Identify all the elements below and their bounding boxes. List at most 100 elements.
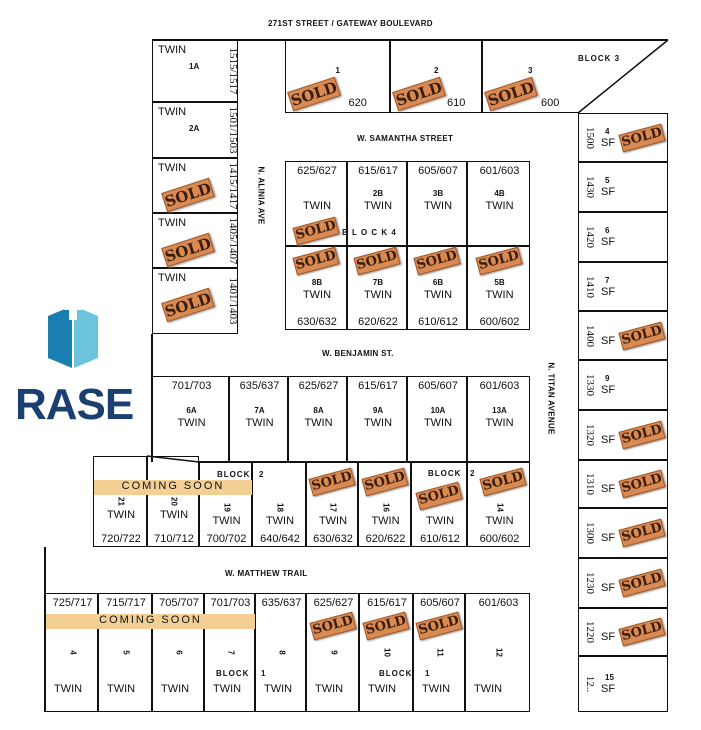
lot-number: 7B	[372, 278, 384, 287]
lot-number: 9	[605, 374, 610, 383]
lot-type: SF	[601, 285, 616, 298]
lot-type: SF	[601, 186, 616, 198]
lot-address: 615/617	[367, 597, 407, 609]
lot-address: 615/617	[358, 165, 398, 177]
street-matthew: W. MATTHEW TRAIL	[225, 569, 308, 578]
block-2-number: 2	[470, 469, 476, 478]
lot-address: 640/642	[260, 533, 300, 545]
lot-type: TWIN	[158, 162, 187, 174]
block-1-label: BLOCK	[379, 669, 413, 678]
lot-type: SF	[601, 532, 616, 544]
lot-type: TWIN	[368, 683, 397, 695]
lot-type: SF	[601, 434, 616, 446]
lot-number: 5B	[494, 278, 505, 287]
lot-type: TWIN	[363, 417, 393, 429]
lot-number: 8B	[311, 278, 323, 287]
lot-address: 605/607	[418, 380, 458, 392]
lot-type: TWIN	[158, 106, 187, 118]
lot-address: 601/603	[478, 597, 519, 609]
lot-parcel[interactable]: 605/607 10A TWIN	[407, 376, 467, 462]
block-1-label: BLOCK	[216, 669, 250, 678]
lot-address: 620	[348, 97, 367, 109]
lot-type: SF	[601, 631, 616, 643]
block-2-label: BLOCK	[428, 469, 462, 478]
lot-address: 725/717	[52, 597, 93, 609]
lot-number: 4	[605, 126, 610, 136]
coming-soon-banner: COMING SOON	[46, 614, 255, 629]
lot-address: 600/602	[479, 533, 520, 545]
lot-address: 630/632	[313, 533, 353, 545]
lot-type: TWIN	[371, 515, 400, 527]
lot-type: TWIN	[302, 289, 332, 301]
lot-number: 2	[434, 66, 439, 75]
lot-type: TWIN	[265, 515, 295, 527]
lot-type: TWIN	[485, 289, 514, 301]
lot-type: SF	[601, 334, 616, 347]
lot-type: TWIN	[158, 217, 187, 229]
lot-address: 625/627	[298, 380, 339, 392]
lot-address: 700/702	[206, 533, 247, 545]
lot-type: SF	[601, 384, 616, 396]
lot-number: 13A	[492, 406, 507, 415]
lot-type: TWIN	[158, 44, 187, 56]
lot-number: 3	[528, 66, 533, 75]
lot-address: 620/622	[358, 316, 398, 328]
block-1-number: 1	[425, 669, 431, 678]
lot-address: 600/602	[479, 316, 520, 328]
lot-type: TWIN	[107, 683, 136, 695]
lot-number: 5	[605, 176, 610, 185]
lot-number: 15	[605, 673, 614, 682]
lot-type: TWIN	[212, 515, 241, 527]
lot-type: TWIN	[315, 683, 344, 695]
lot-address: 620/622	[365, 533, 406, 545]
lot-number: 6B	[432, 278, 444, 287]
lot-type: TWIN	[474, 683, 503, 695]
lot-number: 4B	[494, 189, 505, 198]
lot-type: TWIN	[485, 417, 514, 429]
block-4-label: B L O C K 4	[342, 228, 397, 237]
street-samantha: W. SAMANTHA STREET	[357, 134, 454, 143]
lot-number: 1	[335, 66, 340, 75]
lot-type: SF	[601, 582, 616, 594]
lot-address: 720/722	[101, 533, 141, 545]
lot-address: 601/603	[479, 380, 520, 392]
lot-type: TWIN	[106, 509, 136, 521]
lot-type: TWIN	[485, 515, 514, 527]
block-2-label: BLOCK	[217, 470, 251, 479]
lot-parcel[interactable]: 601/603 13A TWIN	[467, 376, 530, 462]
lot-type: TWIN	[213, 683, 242, 695]
rase-logo-mark	[48, 298, 98, 368]
lot-address: 710/712	[154, 533, 194, 545]
lot-number: 6A	[186, 406, 197, 415]
lot-address: 610/612	[420, 533, 460, 545]
lot-address: 610	[447, 97, 466, 109]
lot-number: 10A	[430, 406, 446, 415]
lot-type: TWIN	[54, 683, 83, 695]
lot-type: TWIN	[423, 289, 453, 301]
lot-number: 6	[605, 226, 610, 235]
lot-type: TWIN	[423, 417, 453, 429]
